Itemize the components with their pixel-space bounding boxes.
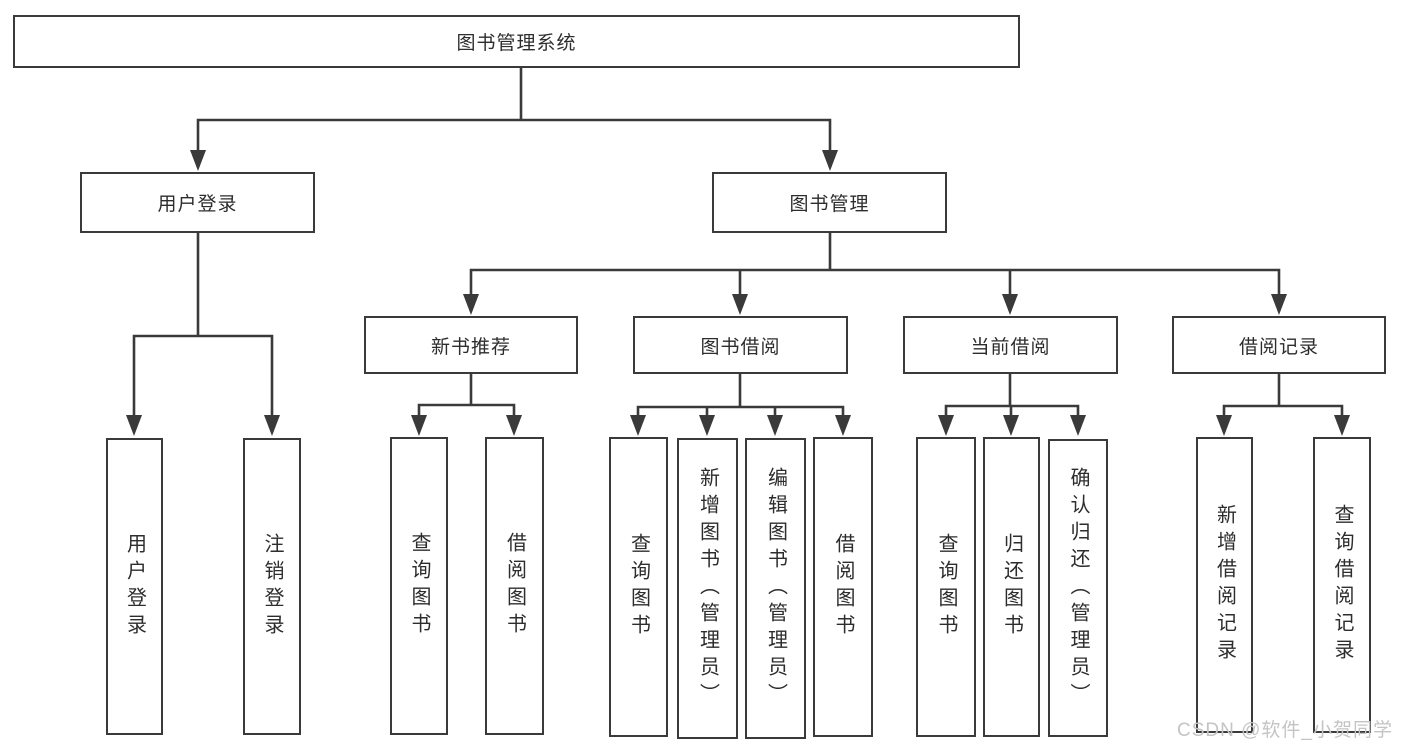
arrowhead	[1334, 415, 1350, 436]
leaf-logout: 注销登录	[243, 438, 301, 735]
connector-line	[1222, 404, 1344, 416]
arrowhead	[1216, 415, 1232, 436]
leaf-borrow-add-books-admin: 新增图书（管理员）	[677, 438, 738, 739]
leaf-borrow-query-books: 查询图书	[609, 437, 668, 737]
leaf-newbook-query-books-label: 查询图书	[408, 532, 430, 640]
connector-line	[417, 403, 516, 416]
arrowhead	[767, 415, 783, 436]
arrowhead	[822, 150, 838, 171]
node-new-book-recommend-label: 新书推荐	[430, 336, 511, 358]
leaf-borrow-edit-books-admin: 编辑图书（管理员）	[745, 438, 806, 739]
leaf-records-add-record-label: 新增借阅记录	[1213, 504, 1236, 666]
node-root: 图书管理系统	[13, 15, 1020, 68]
node-book-borrow: 图书借阅	[633, 316, 848, 374]
arrowhead	[411, 415, 427, 436]
arrowhead	[1070, 415, 1086, 436]
node-new-book-recommend: 新书推荐	[364, 316, 578, 374]
node-root-label: 图书管理系统	[456, 33, 577, 54]
arrowhead	[699, 415, 715, 436]
leaf-borrow-edit-books-admin-label: 编辑图书（管理员）	[764, 467, 787, 710]
leaf-newbook-query-books: 查询图书	[390, 437, 448, 735]
node-current-borrow-label: 当前借阅	[970, 336, 1051, 358]
connector-line	[196, 118, 832, 151]
connector-line	[469, 268, 1281, 295]
node-borrow-records-label: 借阅记录	[1238, 336, 1319, 358]
leaf-user-login: 用户登录	[106, 438, 163, 735]
arrowhead	[126, 415, 142, 436]
leaf-borrow-add-books-admin-label: 新增图书（管理员）	[696, 467, 719, 710]
leaf-newbook-borrow-books-label: 借阅图书	[503, 532, 526, 640]
arrowhead	[938, 415, 954, 436]
node-current-borrow: 当前借阅	[903, 316, 1118, 374]
leaf-current-query-books: 查询图书	[916, 437, 976, 737]
arrowhead	[835, 415, 851, 436]
arrowhead	[264, 415, 280, 436]
arrowhead	[1271, 294, 1287, 315]
leaf-records-add-record: 新增借阅记录	[1196, 437, 1253, 733]
connector-line	[132, 334, 274, 416]
leaf-current-return-books-label: 归还图书	[1000, 533, 1023, 641]
arrowhead	[190, 150, 206, 171]
node-borrow-records: 借阅记录	[1172, 316, 1386, 374]
node-book-borrow-label: 图书借阅	[700, 336, 781, 358]
leaf-borrow-query-books-label: 查询图书	[627, 533, 650, 641]
arrowhead	[506, 415, 522, 436]
leaf-newbook-borrow-books: 借阅图书	[485, 437, 544, 735]
connector-line	[636, 405, 845, 416]
leaf-current-confirm-return-admin-label: 确认归还（管理员）	[1067, 466, 1089, 710]
leaf-borrow-borrow-books: 借阅图书	[813, 437, 873, 737]
leaf-user-login-label: 用户登录	[123, 532, 146, 641]
leaf-records-query-record: 查询借阅记录	[1313, 437, 1371, 733]
leaf-records-query-record-label: 查询借阅记录	[1331, 504, 1353, 666]
leaf-current-query-books-label: 查询图书	[935, 533, 957, 641]
node-book-management: 图书管理	[712, 172, 947, 233]
arrowhead	[1002, 294, 1018, 315]
leaf-current-return-books: 归还图书	[983, 437, 1040, 737]
leaf-logout-label: 注销登录	[261, 532, 283, 641]
arrowhead	[463, 294, 479, 315]
arrowhead	[1003, 415, 1019, 436]
arrowhead	[732, 294, 748, 315]
node-book-management-label: 图书管理	[789, 194, 870, 215]
leaf-borrow-borrow-books-label: 借阅图书	[832, 533, 854, 641]
node-user-login: 用户登录	[80, 172, 315, 233]
leaf-current-confirm-return-admin: 确认归还（管理员）	[1048, 439, 1108, 737]
arrowhead	[630, 415, 646, 436]
node-user-login-label: 用户登录	[157, 194, 238, 215]
csdn-watermark: CSDN @软件_小贺同学	[1177, 720, 1393, 741]
